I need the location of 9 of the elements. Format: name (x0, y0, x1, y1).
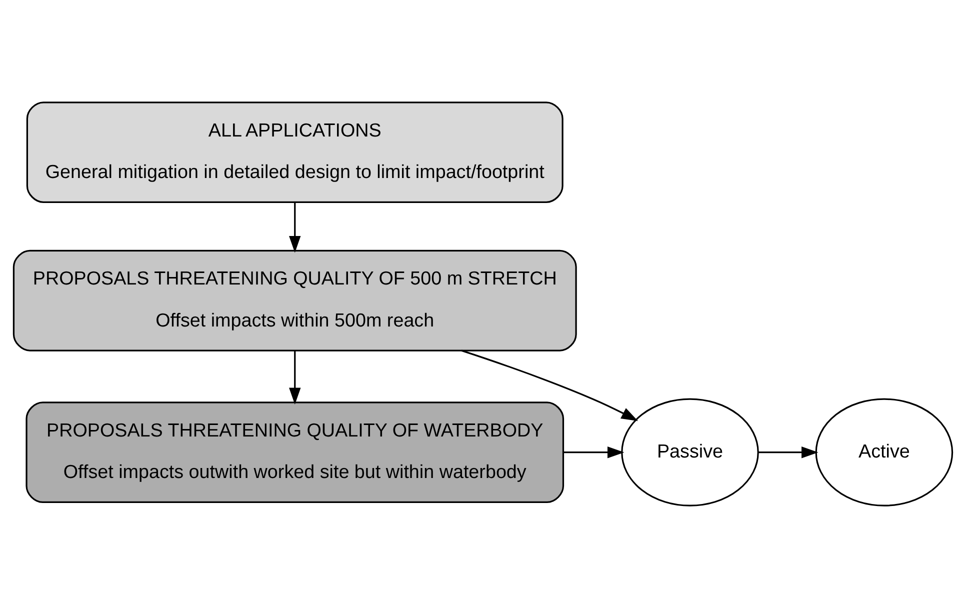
node-box: ALL APPLICATIONS General mitigation in detailed design to limit impact/footprint (26, 102, 564, 203)
node-box: PROPOSALS THREATENING QUALITY OF 500 m STRETCH Offset impacts within 500m reach (12, 250, 577, 352)
arrow (461, 350, 638, 422)
arrow (289, 350, 301, 405)
arrow (758, 446, 818, 458)
arrow (289, 202, 301, 253)
node-ellipse: Active (815, 398, 954, 506)
node-box: PROPOSALS THREATENING QUALITY OF WATERBODY Offset impacts outwith worked site but within waterbody (26, 402, 564, 504)
arrow (563, 446, 624, 458)
